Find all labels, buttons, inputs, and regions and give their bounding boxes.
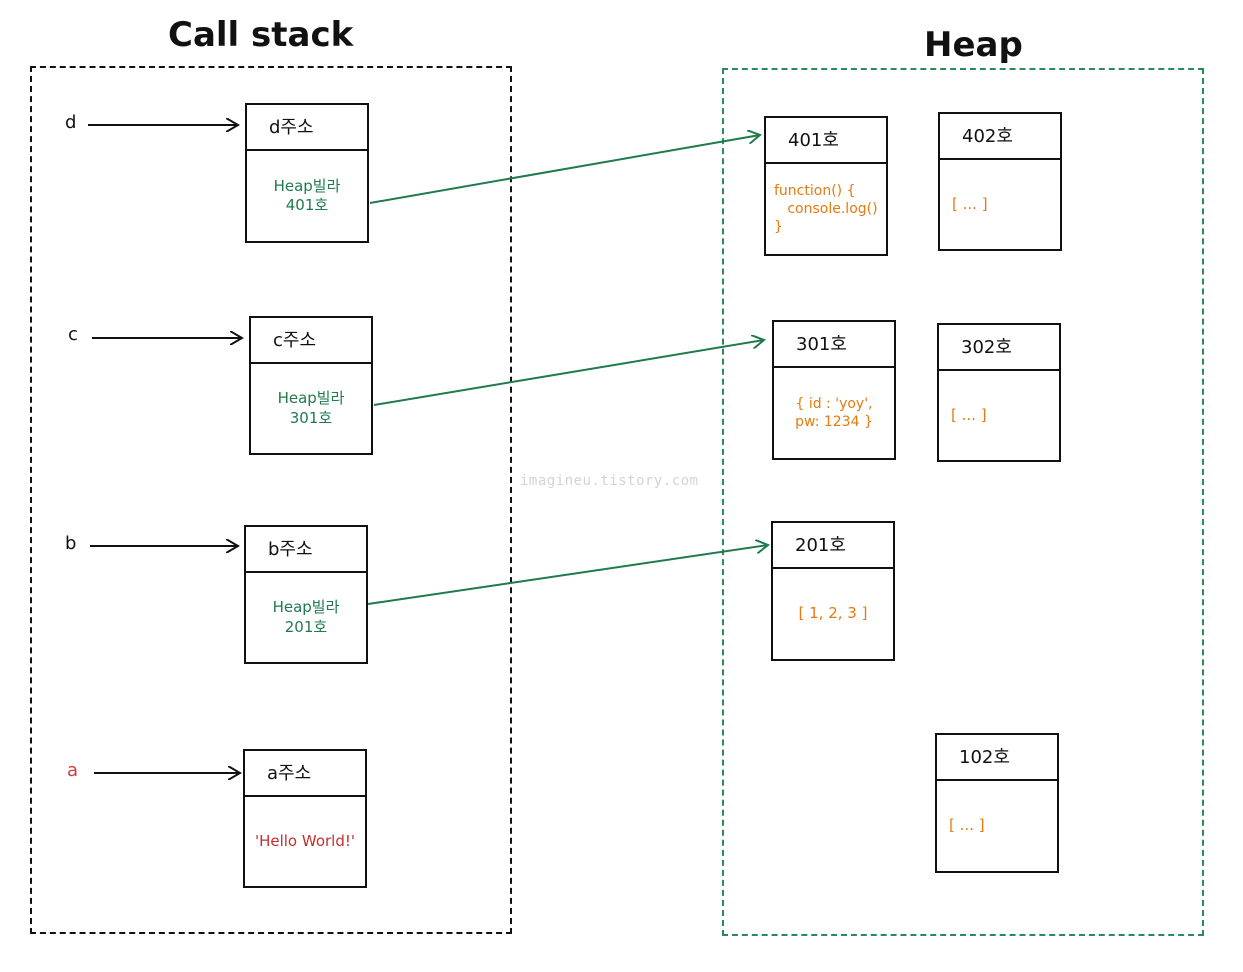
var-d-label: d — [65, 112, 77, 133]
stack-box-value: Heap빌라 201호 — [272, 598, 340, 636]
stack-box-d: d주소 Heap빌라 401호 — [245, 103, 369, 243]
call-stack-region — [30, 66, 512, 934]
heap-box-header: 201호 — [773, 523, 893, 569]
stack-box-value: Heap빌라 401호 — [273, 176, 341, 215]
var-b-label: b — [65, 533, 77, 554]
heap-box-value: function() { console.log() } — [774, 182, 878, 236]
stack-box-c: c주소 Heap빌라 301호 — [249, 316, 373, 455]
heap-box-value: [ ... ] — [952, 194, 988, 213]
heap-box-201: 201호 [ 1, 2, 3 ] — [771, 521, 895, 661]
stack-box-header: a주소 — [245, 751, 365, 797]
heap-box-header: 102호 — [937, 735, 1057, 781]
heap-box-header: 302호 — [939, 325, 1059, 371]
heap-box-401: 401호 function() { console.log() } — [764, 116, 888, 256]
stack-box-b: b주소 Heap빌라 201호 — [244, 525, 368, 664]
heap-box-402: 402호 [ ... ] — [938, 112, 1062, 251]
heap-box-value: [ 1, 2, 3 ] — [798, 604, 868, 623]
heap-box-header: 301호 — [774, 322, 894, 368]
var-a-label: a — [67, 760, 79, 781]
heap-box-value: [ ... ] — [951, 405, 987, 424]
heap-box-302: 302호 [ ... ] — [937, 323, 1061, 462]
call-stack-title: Call stack — [168, 15, 354, 55]
heap-box-102: 102호 [ ... ] — [935, 733, 1059, 873]
heap-title: Heap — [924, 25, 1023, 65]
watermark-text: imagineu.tistory.com — [520, 473, 699, 489]
stack-box-header: c주소 — [251, 318, 371, 364]
stack-box-header: b주소 — [246, 527, 366, 573]
stack-box-a: a주소 'Hello World!' — [243, 749, 367, 888]
heap-box-301: 301호 { id : 'yoy', pw: 1234 } — [772, 320, 896, 460]
heap-region — [722, 68, 1204, 936]
stack-box-value: Heap빌라 301호 — [277, 389, 345, 427]
stack-box-value: 'Hello World!' — [254, 831, 356, 850]
heap-box-value: { id : 'yoy', pw: 1234 } — [795, 395, 873, 430]
heap-box-header: 401호 — [766, 118, 886, 164]
var-c-label: c — [68, 324, 78, 345]
heap-box-header: 402호 — [940, 114, 1060, 160]
stack-box-header: d주소 — [247, 105, 367, 151]
heap-box-value: [ ... ] — [949, 816, 985, 835]
